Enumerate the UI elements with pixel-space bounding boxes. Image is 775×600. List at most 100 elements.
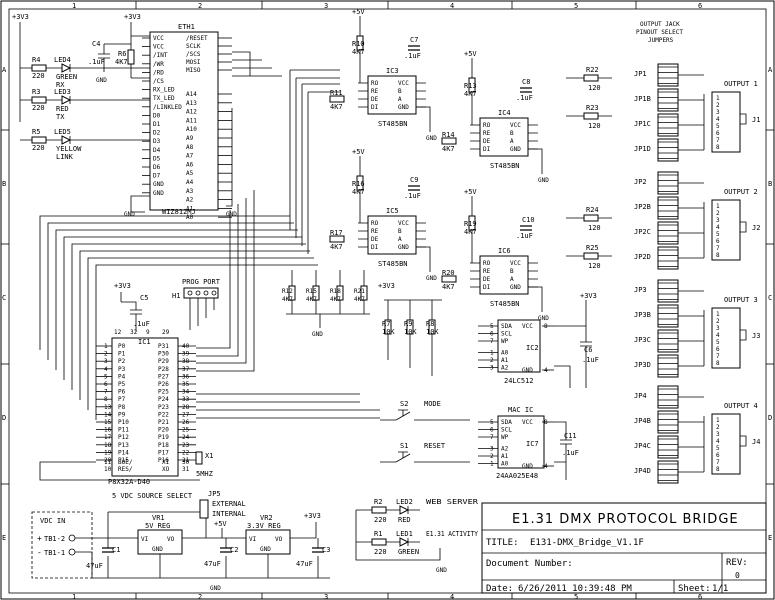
cap-val-c9: .1uF xyxy=(404,192,421,200)
jack-socket xyxy=(740,113,747,125)
ic1-pin-p18: P18 xyxy=(158,442,169,449)
eth1-ref: ETH1 xyxy=(178,23,195,31)
cap-val-c8: .1uF xyxy=(516,94,533,102)
output-label-3: OUTPUT 3 xyxy=(724,296,758,304)
c2-ref: C2 xyxy=(230,546,238,554)
xcvr-pin-di: DI xyxy=(371,104,379,111)
power-gnd: GND xyxy=(210,585,221,592)
xcvr-right-stubs xyxy=(528,262,538,288)
eth1-pin-cs: /CS xyxy=(153,78,164,85)
ic1-pinnum-p7: 8 xyxy=(104,396,108,403)
led-func-led5: LINK xyxy=(56,153,74,161)
jack-pin-8: 8 xyxy=(716,252,720,259)
ic6-part: ST485BN xyxy=(490,300,520,308)
ic7-pin-wp: WP xyxy=(501,434,509,441)
jumper-jp3d: JP3D xyxy=(634,354,704,378)
xcvr-pin-vcc: VCC xyxy=(398,220,409,227)
jumper-jp1c: JP1C xyxy=(634,113,704,137)
xcvr-right-stubs xyxy=(528,124,538,150)
power-section: VDC IN + TB1-2 - TB1-1 5 VDC SOURCE SELE… xyxy=(31,490,330,592)
c6-symbol xyxy=(580,341,592,347)
eth1-pin-wr: /WR xyxy=(153,61,164,68)
grid-col-bottom-1: 1 xyxy=(72,593,76,600)
xcvr-pin-a: A xyxy=(510,138,514,145)
ic1-pin-p12: P12 xyxy=(118,434,129,441)
ic4-body xyxy=(479,117,529,157)
ic2-pin-scl: SCL xyxy=(501,331,512,338)
res-ref-r14: R14 xyxy=(442,131,455,139)
sheet-label: Sheet: xyxy=(678,584,711,594)
ic1-pin-p4: P4 xyxy=(118,373,126,380)
xcvr-pin-vcc: VCC xyxy=(510,260,521,267)
ic1-pin-p16: P16 xyxy=(158,457,169,464)
c3-val: 47uF xyxy=(296,560,313,568)
ic1-pin-p0: P0 xyxy=(118,343,126,350)
jack-pin-7: 7 xyxy=(716,353,720,360)
r1-val: 220 xyxy=(374,548,387,556)
ic1-pinnum-p13: 18 xyxy=(104,442,112,449)
ic1-pin-p19: P19 xyxy=(158,434,169,441)
bus-line xyxy=(95,264,318,420)
ic1-pinnum-p17: 22 xyxy=(182,449,190,456)
res-val-r13: 4K7 xyxy=(464,90,477,98)
jumper-jp1b: JP1B xyxy=(634,88,704,112)
c5-ref: C5 xyxy=(140,294,148,302)
r7-ref: R7 xyxy=(382,320,390,328)
ic1-pin-res: RES/ xyxy=(118,466,133,473)
power-label-3v3-b: +3V3 xyxy=(124,13,141,21)
res-ref-r20: R20 xyxy=(442,269,455,277)
ic1-pin-p31: P31 xyxy=(158,343,169,350)
ic1-pin-p14: P14 xyxy=(118,449,129,456)
r25-body xyxy=(583,252,599,260)
inner-frame xyxy=(8,8,767,594)
xcvr-pin-gnd: GND xyxy=(510,284,521,291)
xcvr-pin-vcc: VCC xyxy=(398,80,409,87)
power-wiring xyxy=(75,511,330,579)
vr2-ref: VR2 xyxy=(260,514,273,522)
led-color-led4: GREEN xyxy=(56,73,77,81)
ic7-pinnum-a2: 3 xyxy=(490,446,494,453)
sheet-value: 1/1 xyxy=(712,584,728,594)
ic1-pinnum-p18: 23 xyxy=(182,442,190,449)
c4-ref: C4 xyxy=(92,40,100,48)
eth1-pin-a9: A9 xyxy=(186,135,194,142)
jack-pin-1: 1 xyxy=(716,203,720,210)
ic1-pin-p22: P22 xyxy=(158,411,169,418)
eth1-pin-a8: A8 xyxy=(186,144,194,151)
jumper-jp2: JP2 xyxy=(634,171,704,195)
res-ref-r10: R10 xyxy=(352,40,365,48)
eth1-pin-d3: D3 xyxy=(153,138,161,145)
r9-val: 10K xyxy=(404,328,417,336)
grid-row-left-D: D xyxy=(2,414,6,422)
ic7-power xyxy=(554,421,567,480)
cap-val-c7: .1uF xyxy=(404,52,421,60)
title-block-frame xyxy=(481,502,767,594)
wire-eth-gnd xyxy=(130,195,150,213)
eth1-pin-d7: D7 xyxy=(153,173,161,180)
eth1-pin-d6: D6 xyxy=(153,164,161,171)
xcvr-pin-di: DI xyxy=(483,284,491,291)
ic2-pin-wp: WP xyxy=(501,338,509,345)
input-r20 xyxy=(441,275,457,283)
ic1-pin-p2: P2 xyxy=(118,358,126,365)
jumper-header-1: OUTPUT JACK xyxy=(640,21,680,28)
ic6-ref: IC6 xyxy=(498,247,511,255)
jumper-jp2d: JP2D xyxy=(634,246,704,270)
grid-col-top-1: 1 xyxy=(72,2,76,10)
eth1-pin-gnd: GND xyxy=(153,181,164,188)
res-r5 xyxy=(31,136,47,144)
vr1-part: 5V REG xyxy=(145,522,170,530)
ic1-pinnum-p27: 36 xyxy=(182,373,190,380)
eth1-pin-a3: A3 xyxy=(186,188,194,195)
ic1-pin-p23: P23 xyxy=(158,404,169,411)
c3-ref: C3 xyxy=(322,546,330,554)
